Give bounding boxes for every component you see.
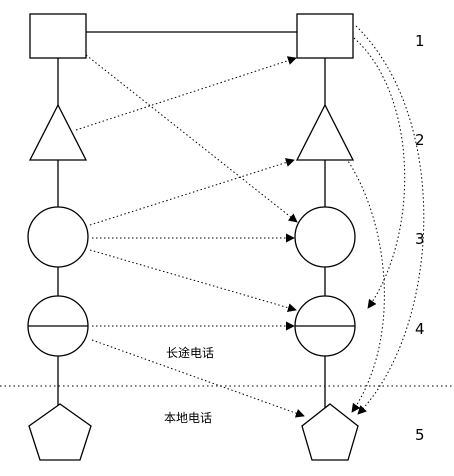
route-left3-to-right2	[89, 158, 295, 226]
left-level5-node	[28, 403, 92, 461]
long-distance-label: 长途电话	[166, 345, 214, 360]
level-label-1: 1	[415, 32, 425, 50]
level-label-3: 3	[415, 230, 425, 248]
route-left3-to-right4	[89, 249, 297, 313]
route-right1-to-right5	[355, 25, 425, 415]
route-left4-to-right5	[91, 339, 305, 418]
right-level5-node	[301, 403, 359, 461]
left-level2-node	[28, 103, 88, 161]
level-label-2: 2	[415, 131, 425, 149]
right-level1-node	[296, 13, 354, 59]
level-label-4: 4	[415, 320, 425, 338]
left-level3-node	[27, 206, 89, 268]
right-level3-node	[294, 206, 356, 268]
right-level2-node	[295, 103, 355, 161]
route-right2-to-right5	[343, 154, 385, 413]
route-left2-to-right1	[75, 56, 297, 131]
level-label-5: 5	[415, 426, 425, 444]
route-right1-to-right4	[353, 37, 406, 309]
route-left1-to-right3	[85, 54, 298, 223]
left-level1-node	[29, 13, 87, 59]
local-label: 本地电话	[164, 411, 212, 425]
